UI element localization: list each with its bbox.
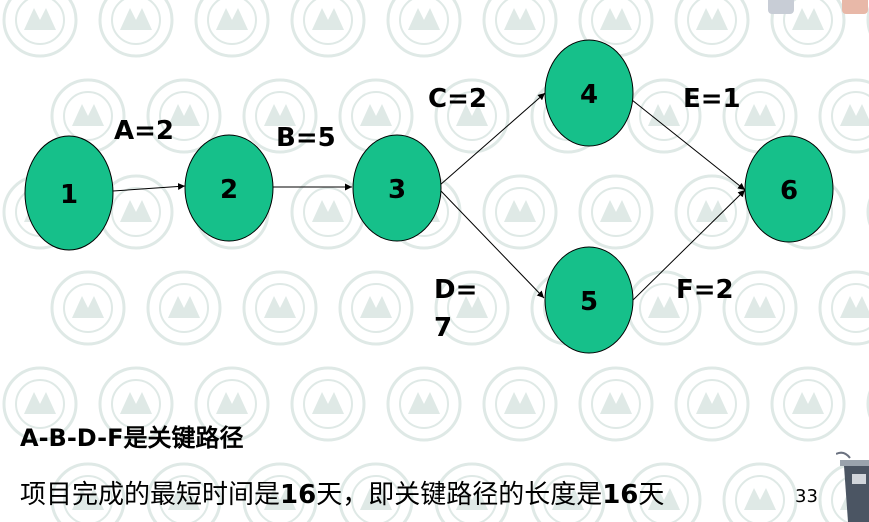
duration-value-2: 16 [602, 480, 639, 510]
page-number: 33 [795, 486, 818, 507]
edge-5-6 [632, 189, 746, 301]
edge-4-6 [631, 99, 746, 191]
edge-label-d-line1: D= [434, 275, 477, 305]
summary-mid: 天，即关键路径的长度是 [316, 480, 603, 510]
duration-value-1: 16 [280, 480, 317, 510]
watermark-seal [626, 270, 702, 346]
node-6: 6 [744, 135, 834, 243]
watermark-seal [386, 366, 462, 442]
watermark-seal [146, 462, 222, 522]
watermark-seal [338, 462, 414, 522]
edge-1-2 [112, 182, 186, 192]
watermark-seal [146, 78, 222, 154]
watermark-seal [482, 0, 558, 58]
summary-statement: 项目完成的最短时间是16天，即关键路径的长度是16天 [20, 474, 664, 511]
node-5: 5 [544, 246, 634, 354]
watermark-seal [770, 0, 846, 58]
node-3-label: 3 [388, 175, 406, 205]
edge-label-d-line2: 7 [434, 313, 452, 343]
watermark-seal [674, 0, 750, 58]
watermark-seal [386, 0, 462, 58]
watermark-seal [242, 270, 318, 346]
watermark-seal [434, 78, 510, 154]
node-4-label: 4 [580, 80, 598, 110]
watermark-seal [674, 366, 750, 442]
watermark-seal [866, 198, 869, 226]
critical-path-statement: A-B-D-F是关键路径 [20, 424, 244, 452]
watermark-seal [866, 390, 869, 418]
watermark-seal [146, 270, 222, 346]
watermark-seal [98, 366, 174, 442]
watermark-seal [482, 366, 558, 442]
watermark-seal [194, 0, 270, 58]
node-2: 2 [184, 134, 274, 242]
watermark-seal [434, 462, 510, 522]
watermark-seal [2, 0, 78, 58]
watermark-seal [770, 366, 846, 442]
watermark-seal [194, 366, 270, 442]
summary-suffix: 天 [638, 480, 665, 510]
watermark-seal [242, 462, 318, 522]
watermark-seal [530, 462, 606, 522]
watermark-seal [290, 366, 366, 442]
watermark-seal [866, 6, 869, 34]
watermark-seal [818, 78, 869, 154]
node-6-label: 6 [780, 176, 798, 206]
node-3: 3 [352, 134, 442, 242]
watermark-seal [290, 0, 366, 58]
watermark-seal [578, 366, 654, 442]
globe-icon [768, 0, 794, 14]
watermark-seal [434, 270, 510, 346]
watermark-seal [818, 270, 869, 346]
watermark-seal [338, 270, 414, 346]
edge-3-5 [439, 189, 545, 299]
watermark-seal [50, 270, 126, 346]
flag-icon [842, 0, 868, 14]
podium-icon [836, 451, 869, 522]
node-5-label: 5 [580, 287, 598, 317]
watermark-seal [674, 174, 750, 250]
watermark-seal [626, 462, 702, 522]
edge-label-e: E=1 [683, 84, 741, 114]
node-1: 1 [24, 135, 114, 251]
watermark-seal [482, 174, 558, 250]
watermark-seal [722, 462, 798, 522]
node-2-label: 2 [220, 175, 238, 205]
watermark-seal [2, 366, 78, 442]
watermark-seal [50, 462, 126, 522]
edge-label-a: A=2 [114, 116, 174, 146]
watermark-seal [722, 270, 798, 346]
watermark-seal [98, 0, 174, 58]
watermark-seal [242, 78, 318, 154]
node-4: 4 [544, 39, 634, 147]
watermark-seal [578, 174, 654, 250]
summary-prefix: 项目完成的最短时间是 [20, 480, 281, 510]
edge-label-f: F=2 [676, 275, 734, 305]
edge-label-b: B=5 [276, 123, 336, 153]
edge-label-c: C=2 [428, 84, 487, 114]
node-1-label: 1 [60, 180, 78, 210]
edge-3-4 [439, 92, 546, 186]
